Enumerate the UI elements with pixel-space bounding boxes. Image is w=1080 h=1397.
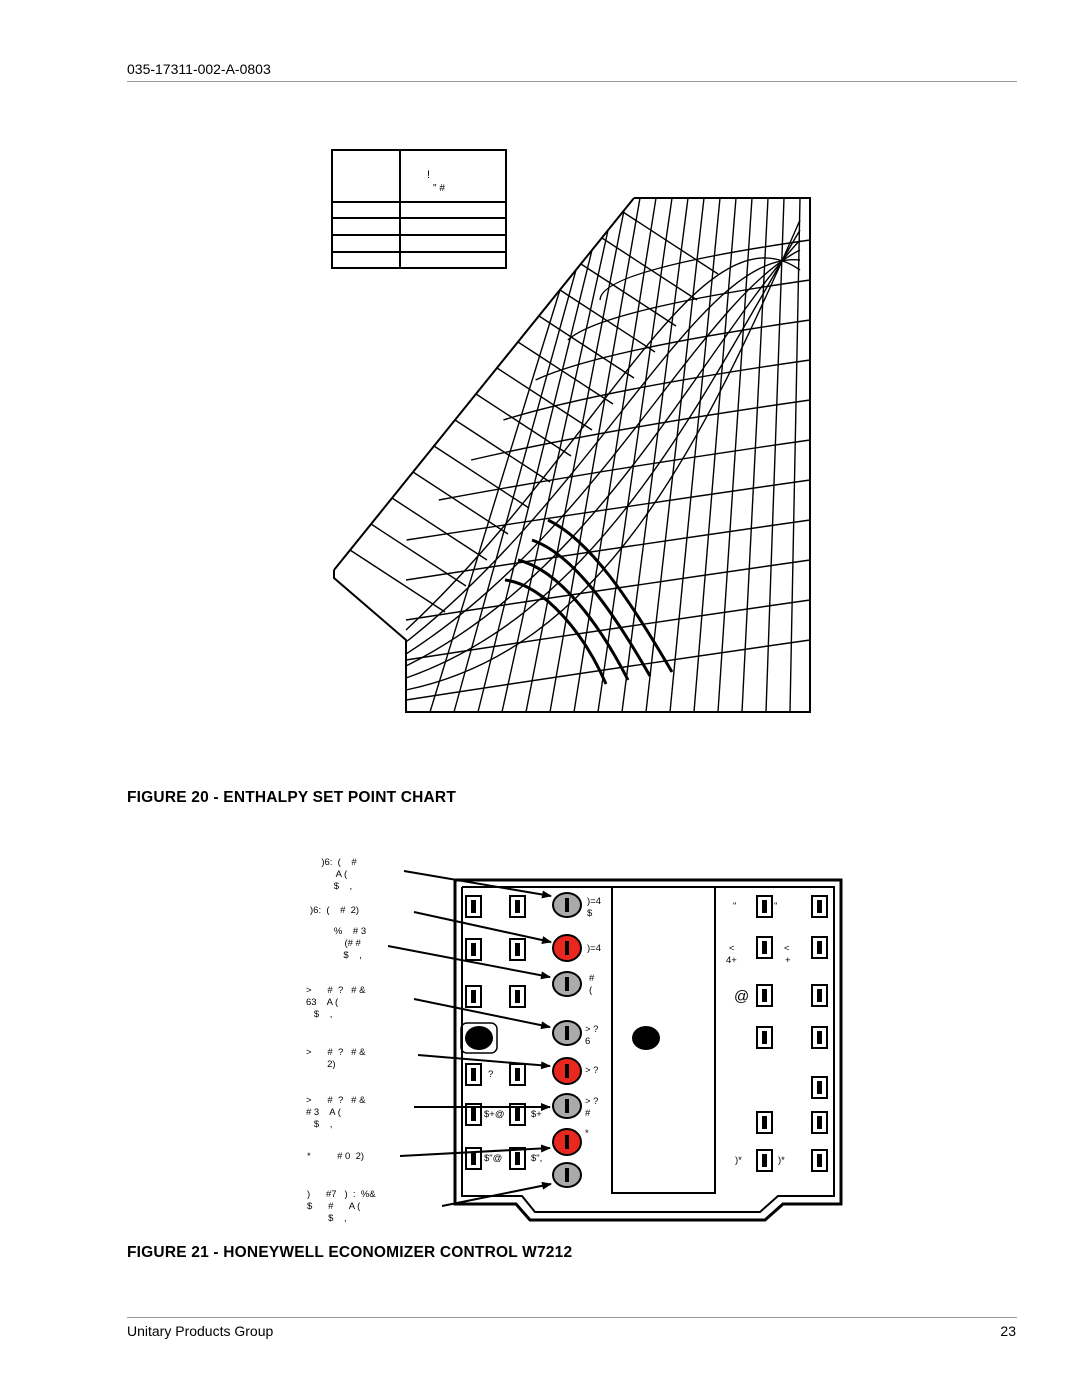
left-terminal-slots [471, 900, 520, 1165]
pot-label-5: > ? [585, 1065, 599, 1076]
footer-company: Unitary Products Group [127, 1323, 274, 1339]
mounting-hole-left [465, 1026, 493, 1050]
callout-label-1: )6: ( # A ( $ , [321, 857, 357, 892]
callout-label-4: > # ? # & 63 A ( $ , [306, 985, 366, 1020]
terminal-label-5: $", [531, 1153, 543, 1164]
pot-label-3: # ( [589, 973, 595, 996]
footer-rule [127, 1317, 1017, 1318]
right-label-7: @ [734, 988, 750, 1005]
right-label-2: " [774, 901, 778, 912]
callout-arrows [387, 870, 552, 1207]
right-label-1: " [733, 901, 737, 912]
control-body [453, 878, 843, 1222]
right-terminals [756, 895, 828, 1172]
document-code: 035-17311-002-A-0803 [127, 61, 271, 77]
pot-label-2: )=4 [587, 943, 601, 954]
right-label-9: )* [778, 1155, 785, 1166]
enthalpy-curves [504, 518, 674, 685]
header-rule [127, 81, 1017, 82]
figure-20-caption: FIGURE 20 - ENTHALPY SET POINT CHART [127, 789, 456, 806]
terminal-label-2: $+@ [484, 1109, 505, 1120]
pot-label-7: * [585, 1128, 589, 1139]
figure-21-caption: FIGURE 21 - HONEYWELL ECONOMIZER CONTROL… [127, 1244, 573, 1261]
terminal-label-1: ? [488, 1069, 494, 1080]
terminal-label-4: $"@ [484, 1153, 503, 1164]
callout-label-8: ) #7 ) : %& $ # A ( $ , [307, 1189, 376, 1224]
callout-label-6: > # ? # & # 3 A ( $ , [306, 1095, 366, 1130]
right-label-3: < [729, 943, 735, 954]
mounting-hole-center [632, 1026, 660, 1050]
right-label-6: + [785, 955, 791, 966]
legend-table [331, 149, 507, 269]
callout-label-2: )6: ( # 2) [310, 905, 360, 916]
right-label-8: )* [735, 1155, 742, 1166]
pot-label-1: )=4 $ [587, 896, 601, 919]
callout-label-5: > # ? # & 2) [306, 1047, 366, 1070]
legend-heading-line-2: " # [433, 183, 445, 194]
pot-label-6: > ? # [585, 1096, 599, 1119]
terminal-label-3: $+ [531, 1109, 542, 1120]
callout-label-3: % # 3 (# # $ , [333, 926, 367, 961]
legend-heading-line-1: ! [427, 169, 430, 181]
right-label-5: 4+ [726, 955, 737, 966]
callout-label-7: * # 0 2) [307, 1151, 365, 1162]
page-number: 23 [1000, 1323, 1016, 1339]
chart-grid [349, 197, 811, 713]
right-label-4: < [784, 943, 790, 954]
pot-label-4: > ? 6 [585, 1024, 599, 1047]
